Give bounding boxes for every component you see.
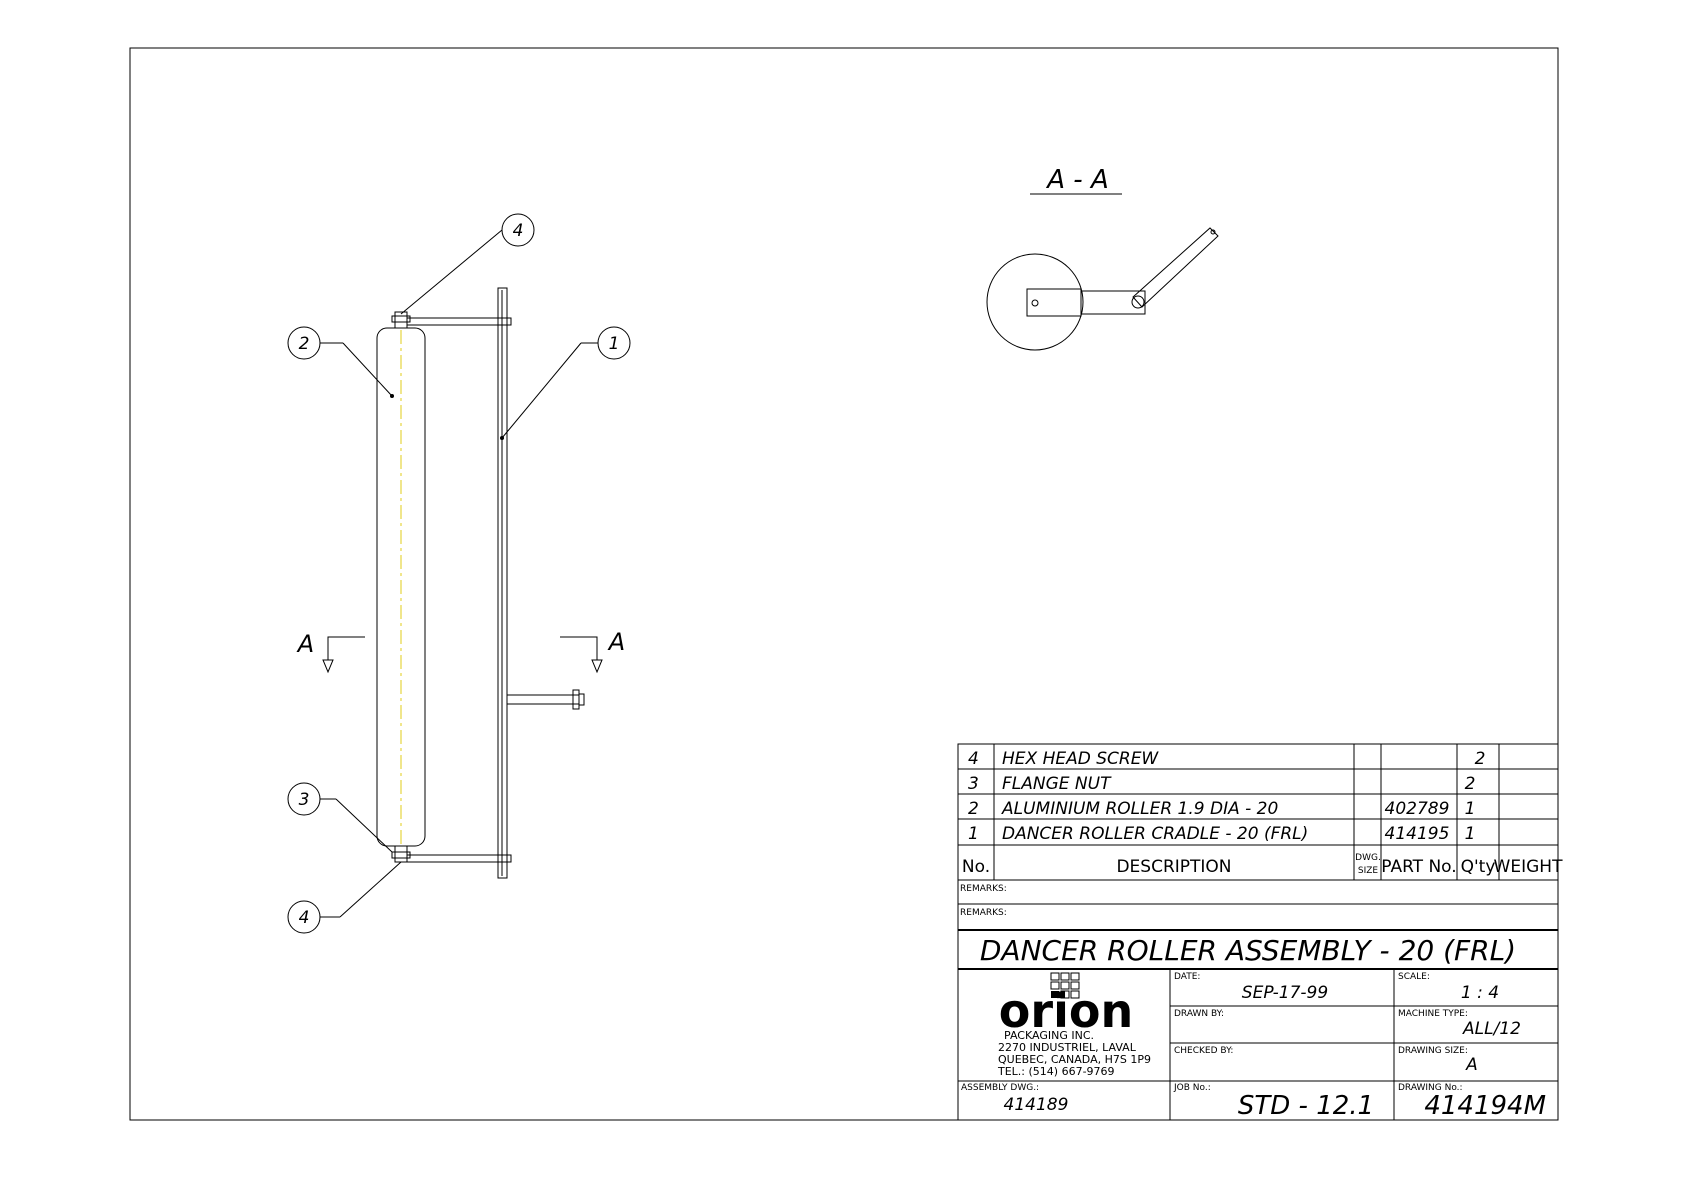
bom-header-part-no: PART No.	[1381, 857, 1456, 877]
balloon-2: 2	[299, 334, 310, 354]
section-view-label: A - A	[1045, 165, 1108, 195]
machine-type-value: ALL/12	[1462, 1019, 1521, 1039]
company-name: PACKAGING INC.	[1004, 1029, 1094, 1042]
pivot-shaft	[506, 694, 580, 705]
bom-row-part-no: 402789	[1385, 799, 1450, 819]
bom-header-size: SIZE	[1358, 866, 1379, 876]
company-address-2: QUEBEC, CANADA, H7S 1P9	[998, 1053, 1151, 1066]
bom-row-description: ALUMINIUM ROLLER 1.9 DIA - 20	[1001, 799, 1278, 819]
drawing-title: DANCER ROLLER ASSEMBLY - 20 (FRL)	[980, 934, 1516, 967]
date-value: SEP-17-99	[1242, 983, 1328, 1003]
top-screw	[394, 311, 408, 329]
bom-header-qty: Q'ty	[1461, 857, 1496, 877]
section-marker-left: A	[296, 630, 314, 658]
bom-table: 4 HEX HEAD SCREW 2 3 FLANGE NUT 2 2 ALUM…	[957, 743, 1564, 881]
balloon-4-bottom: 4	[299, 908, 310, 928]
drawing-size-label: DRAWING SIZE:	[1398, 1046, 1468, 1056]
scale-label: SCALE:	[1398, 972, 1430, 982]
bom-header-no: No.	[962, 857, 990, 877]
assembly-dwg-value: 414189	[1004, 1095, 1069, 1115]
remarks-label-2: REMARKS:	[960, 908, 1007, 918]
bom-row-no: 2	[968, 799, 979, 819]
machine-type-label: MACHINE TYPE:	[1398, 1009, 1468, 1019]
drawing-size-value: A	[1465, 1055, 1478, 1075]
remarks-label-1: REMARKS:	[960, 884, 1007, 894]
bom-header-weight: WEIGHT	[1494, 857, 1564, 877]
balloon-4-top: 4	[513, 221, 524, 241]
section-view: A - A	[986, 165, 1219, 351]
drawing-no-value: 414194M	[1424, 1091, 1546, 1121]
bom-header-description: DESCRIPTION	[1116, 857, 1231, 877]
bom-row-qty: 2	[1465, 774, 1476, 794]
balloon-3: 3	[299, 790, 310, 810]
bom-row-no: 3	[968, 774, 979, 794]
company-address-1: 2270 INDUSTRIEL, LAVAL	[998, 1041, 1137, 1054]
bom-header-dwg: DWG.	[1355, 853, 1381, 863]
bom-row-qty: 1	[1465, 799, 1476, 819]
bom-row-part-no: 414195	[1385, 824, 1450, 844]
bom-row-description: DANCER ROLLER CRADLE - 20 (FRL)	[1002, 824, 1308, 844]
job-no-label: JOB No.:	[1173, 1083, 1211, 1093]
elevation-view: 4 2 1 3 4 A A	[287, 213, 631, 934]
assembly-dwg-label: ASSEMBLY DWG.:	[961, 1083, 1039, 1093]
bom-row-no: 4	[968, 749, 979, 769]
title-block: REMARKS: REMARKS: DANCER ROLLER ASSEMBLY…	[957, 879, 1559, 1121]
section-marker-right: A	[607, 628, 625, 656]
checked-by-label: CHECKED BY:	[1174, 1046, 1233, 1056]
company-logo-text: orion	[999, 984, 1133, 1038]
roller-section	[986, 253, 1084, 351]
cradle-bar	[497, 287, 508, 879]
sheet-border	[129, 47, 1559, 1121]
drawn-by-label: DRAWN BY:	[1174, 1009, 1224, 1019]
bom-row-description: FLANGE NUT	[1002, 774, 1112, 794]
balloon-1: 1	[609, 334, 620, 354]
date-label: DATE:	[1174, 972, 1200, 982]
drawing-no-label: DRAWING No.:	[1398, 1083, 1463, 1093]
bom-row-qty: 1	[1465, 824, 1476, 844]
top-nut	[391, 315, 411, 323]
bottom-arm	[406, 854, 512, 863]
bom-row-qty: 2	[1475, 749, 1486, 769]
bom-row-no: 1	[968, 824, 979, 844]
orion-logo: orion	[999, 972, 1133, 1038]
job-no-value: STD - 12.1	[1238, 1091, 1374, 1121]
company-tel: TEL.: (514) 667-9769	[997, 1065, 1115, 1078]
bottom-screw	[394, 845, 408, 863]
scale-value: 1 : 4	[1461, 983, 1499, 1003]
top-arm	[406, 317, 512, 326]
bom-row-description: HEX HEAD SCREW	[1002, 749, 1159, 769]
